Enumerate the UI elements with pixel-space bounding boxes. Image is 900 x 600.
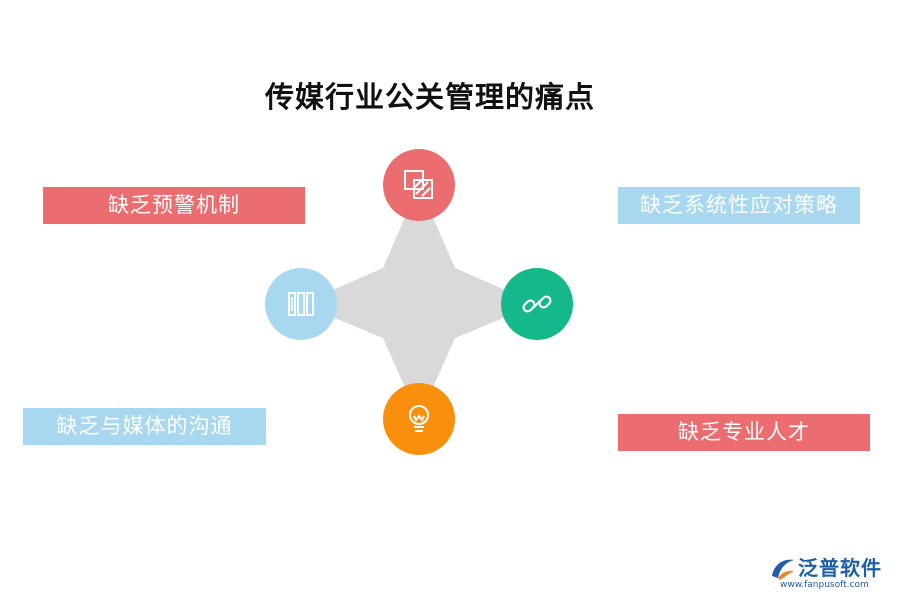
layers-icon [404,170,433,199]
star-shape [301,185,537,419]
link-icon [522,295,552,313]
brand-url: www.fanpusoft.com [780,580,869,590]
brand-logo-icon [772,559,794,580]
label-bottom-right: 缺乏专业人才 [618,414,870,451]
brand-logo: 泛普软件 www.fanpusoft.com [768,552,893,592]
books-icon [288,292,314,316]
circle-bottom [383,383,455,455]
circle-right [501,268,573,340]
page-title: 传媒行业公关管理的痛点 [264,80,595,114]
circle-top [383,149,455,221]
circle-left [265,268,337,340]
brand-name: 泛普软件 [798,556,882,580]
label-top-right: 缺乏系统性应对策略 [618,187,860,224]
label-top-left: 缺乏预警机制 [43,187,305,224]
lightbulb-icon [409,405,429,432]
label-bottom-left: 缺乏与媒体的沟通 [23,408,266,445]
